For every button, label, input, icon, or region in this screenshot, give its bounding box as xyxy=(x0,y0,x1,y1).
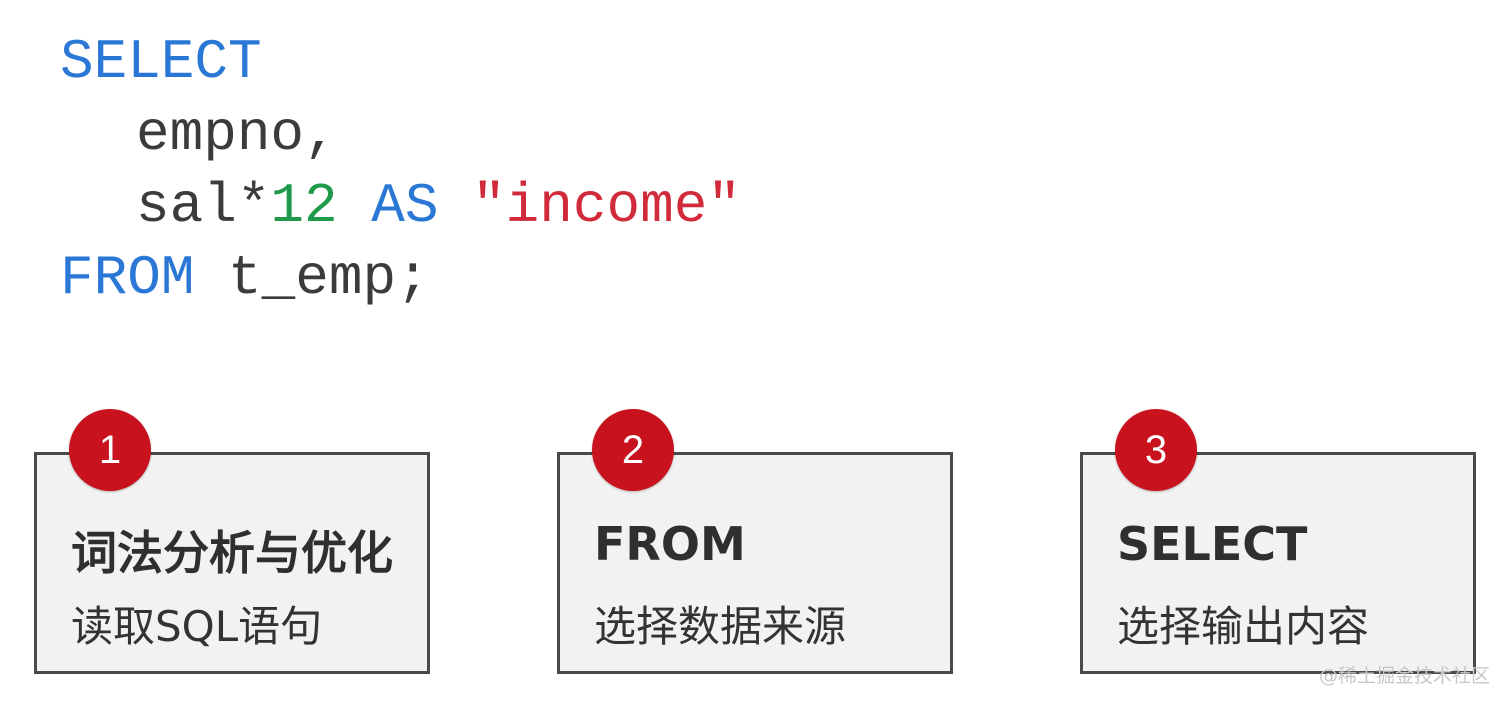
step-description: 选择数据来源 xyxy=(594,602,847,651)
keyword-as: AS xyxy=(371,174,439,238)
step-title: FROM xyxy=(594,517,746,571)
keyword-select: SELECT xyxy=(60,30,262,94)
step-title: 词法分析与优化 xyxy=(71,526,393,580)
column-empno: empno, xyxy=(136,102,338,166)
step-description: 读取SQL语句 xyxy=(71,602,323,651)
table-name: t_emp; xyxy=(194,246,430,310)
watermark: @稀土掘金技术社区 xyxy=(1318,665,1490,687)
column-sal: sal* xyxy=(136,174,271,238)
step-number-badge: 1 xyxy=(69,409,151,491)
code-line-income: sal*12 AS "income" xyxy=(60,170,741,242)
step-box-3: 3 SELECT 选择输出内容 xyxy=(1080,409,1476,674)
code-line-select: SELECT xyxy=(60,26,741,98)
code-space xyxy=(338,174,372,238)
step-title: SELECT xyxy=(1117,517,1308,571)
code-line-from: FROM t_emp; xyxy=(60,242,741,314)
code-line-empno: empno, xyxy=(60,98,741,170)
step-number-badge: 3 xyxy=(1115,409,1197,491)
step-description: 选择输出内容 xyxy=(1117,602,1370,651)
step-number-badge: 2 xyxy=(592,409,674,491)
alias-string: "income" xyxy=(472,174,741,238)
step-box-1: 1 词法分析与优化 读取SQL语句 xyxy=(34,409,430,674)
number-literal: 12 xyxy=(270,174,338,238)
keyword-from: FROM xyxy=(60,246,195,310)
code-space xyxy=(438,174,472,238)
step-box-2: 2 FROM 选择数据来源 xyxy=(557,409,953,674)
